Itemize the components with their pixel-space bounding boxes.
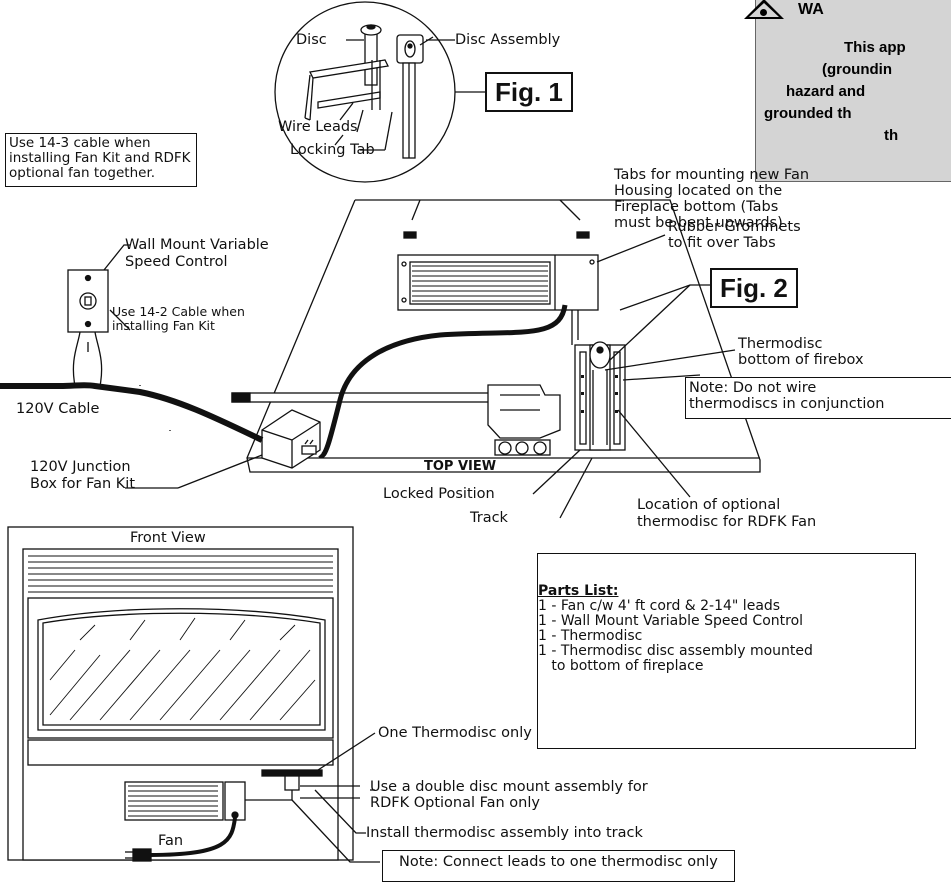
thermodisc-label: Thermodisc bottom of firebox: [738, 336, 864, 368]
wall-control-line: Speed Control: [125, 254, 228, 270]
rubber-grommets-label: Rubber Grommets to fit over Tabs: [668, 219, 801, 251]
parts-list-title: Parts List:: [538, 583, 619, 599]
wall-control-label: Wall Mount Variable Speed Control: [125, 237, 269, 271]
fig-2-label: Fig. 2: [710, 268, 798, 308]
cable-120v-label: 120V Cable: [16, 401, 100, 417]
parts-list-box: Parts List: 1 - Fan c/w 4' ft cord & 2-1…: [537, 553, 916, 749]
thermodisc-line: bottom of firebox: [738, 352, 864, 368]
tabs-note-line: must be bent upwards): [614, 215, 783, 231]
warning-line: (groundin: [822, 61, 892, 78]
front-view-title: Front View: [130, 530, 206, 546]
cable-14-2-line: Use 14-2 Cable when: [112, 304, 245, 319]
fig-1-label: Fig. 1: [485, 72, 573, 112]
cable-14-2-label: Use 14-2 Cable when installing Fan Kit: [112, 305, 245, 333]
locked-position-label: Locked Position: [383, 486, 495, 502]
cable-note-line: Use 14-3 cable when: [9, 135, 151, 151]
wire-note-line: Note: Do not wire: [689, 380, 817, 396]
parts-list-item: 1 - Wall Mount Variable Speed Control: [538, 613, 804, 629]
disc-assembly-label: Disc Assembly: [455, 32, 561, 48]
thermodisc-line: Thermodisc: [738, 336, 823, 352]
double-disc-line: RDFK Optional Fan only: [370, 795, 540, 811]
junction-box-line: 120V Junction: [30, 459, 131, 475]
warning-line: This app: [844, 39, 906, 56]
warning-box: WA This app (groundin hazard and grounde…: [744, 0, 951, 182]
wire-leads-label: Wire Leads: [278, 119, 358, 135]
parts-list-item: to bottom of fireplace: [538, 658, 704, 674]
rubber-grommets-line: to fit over Tabs: [668, 235, 776, 251]
connect-note-text: Note: Connect leads to one thermodisc on…: [399, 854, 718, 870]
wire-note-box: Note: Do not wire thermodiscs in conjunc…: [685, 377, 951, 419]
parts-list-item: 1 - Thermodisc: [538, 628, 643, 644]
tabs-note-line: Tabs for mounting new Fan: [614, 167, 810, 183]
cable-14-2-line: installing Fan Kit: [112, 318, 215, 333]
tabs-note-line: Housing located on the: [614, 183, 783, 199]
tabs-note: Tabs for mounting new Fan Housing locate…: [614, 167, 809, 231]
double-disc-line: Use a double disc mount assembly for: [370, 779, 648, 795]
warning-line: grounded th: [764, 105, 852, 122]
optional-thermodisc-line: Location of optional: [637, 497, 781, 513]
install-track-label: Install thermodisc assembly into track: [366, 825, 643, 841]
locking-tab-label: Locking Tab: [290, 142, 375, 158]
parts-list-item: 1 - Thermodisc disc assembly mounted: [538, 643, 813, 659]
wall-control-line: Wall Mount Variable: [125, 237, 269, 253]
optional-thermodisc-line: thermodisc for RDFK Fan: [637, 514, 817, 530]
top-view-label: TOP VIEW: [424, 459, 497, 474]
warning-dot-icon: [760, 9, 767, 16]
connect-note-box: Note: Connect leads to one thermodisc on…: [382, 850, 735, 882]
fan-label: Fan: [158, 833, 184, 849]
track-label: Track: [470, 510, 508, 526]
tabs-note-line: Fireplace bottom (Tabs: [614, 199, 779, 215]
rubber-grommets-line: Rubber Grommets: [668, 219, 801, 235]
double-disc-label: Use a double disc mount assembly for RDF…: [370, 779, 648, 811]
cable-note-line: installing Fan Kit and RDFK: [9, 150, 191, 166]
optional-thermodisc-label: Location of optional thermodisc for RDFK…: [637, 497, 816, 531]
parts-list-item: 1 - Fan c/w 4' ft cord & 2-14" leads: [538, 598, 781, 614]
junction-box-line: Box for Fan Kit: [30, 476, 136, 492]
disc-label: Disc: [296, 32, 327, 48]
one-thermodisc-label: One Thermodisc only: [378, 725, 532, 741]
junction-box-label: 120V Junction Box for Fan Kit: [30, 459, 135, 493]
warning-line: hazard and: [786, 83, 866, 100]
warning-line: th: [884, 127, 899, 144]
cable-note-line: optional fan together.: [9, 165, 156, 181]
cable-note-box: Use 14-3 cable when installing Fan Kit a…: [5, 133, 197, 187]
wire-note-line: thermodiscs in conjunction: [689, 396, 885, 412]
warning-title: WA: [798, 1, 824, 18]
